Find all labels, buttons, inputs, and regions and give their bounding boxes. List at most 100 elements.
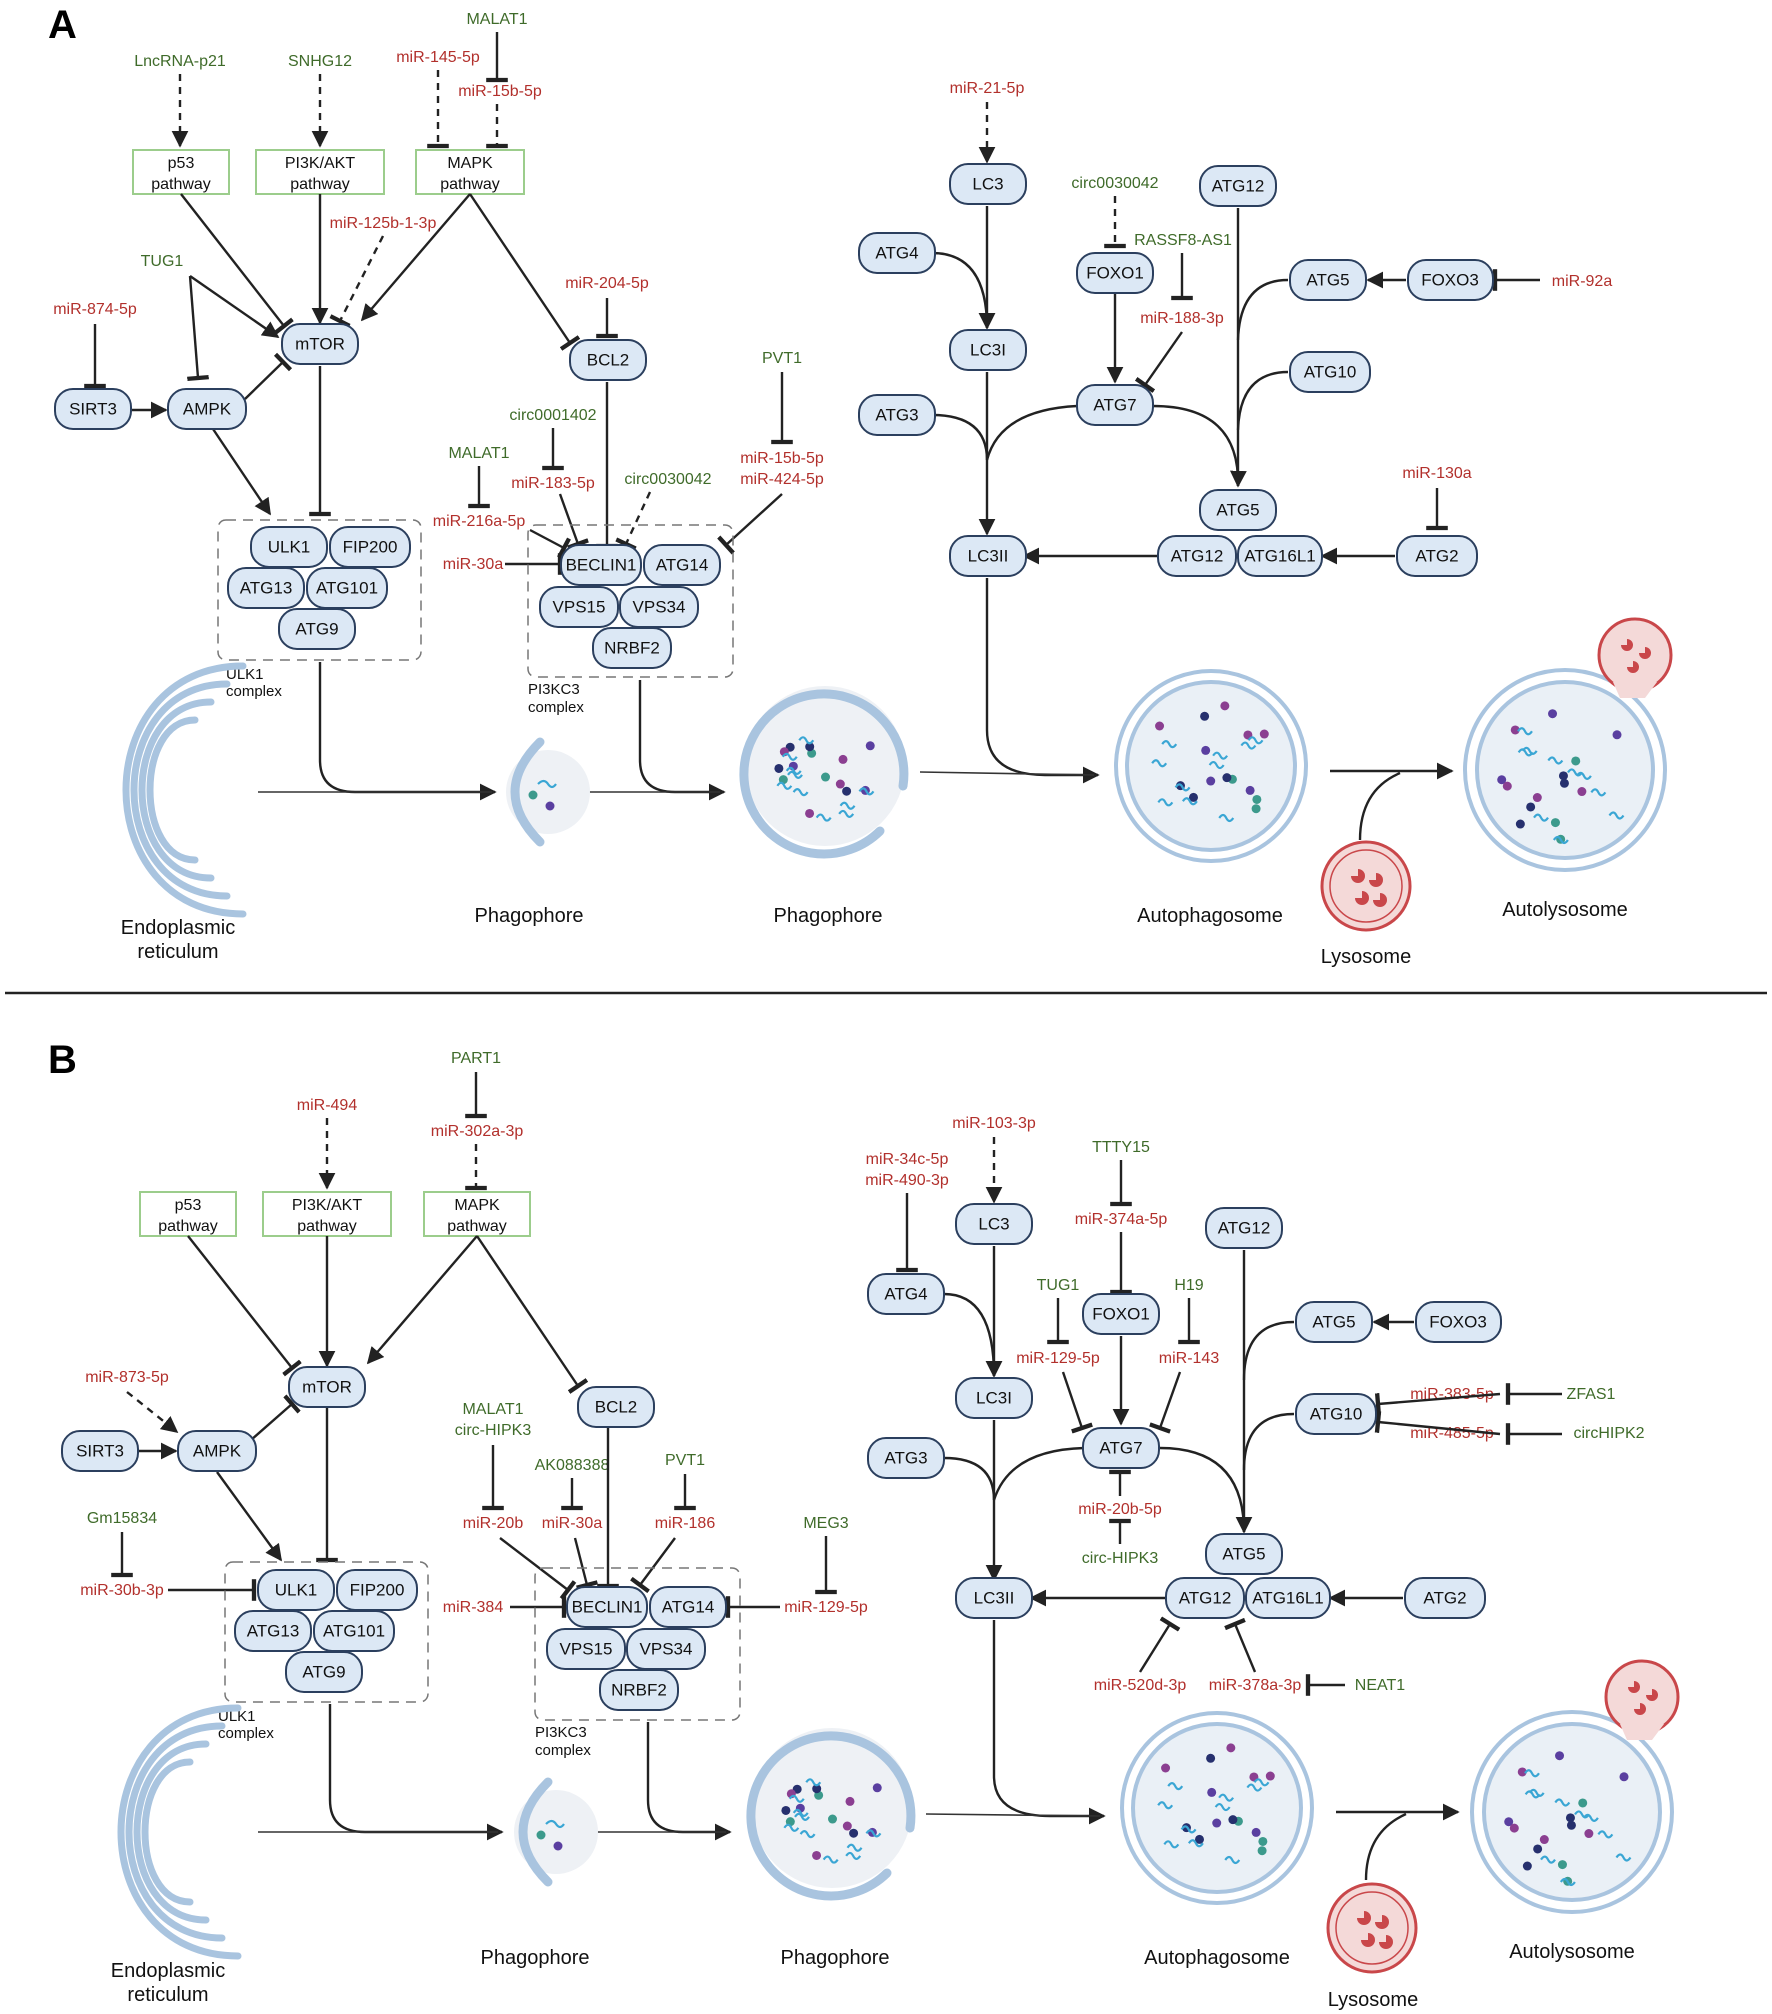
b-cargo-dot [1258, 1836, 1268, 1846]
mir-20b-5p-label: miR-20b-5p [1078, 1501, 1162, 1518]
svg-text:pathway: pathway [151, 176, 211, 193]
b-cargo-dot [536, 1830, 546, 1840]
circ0030042-mid-label: circ0030042 [624, 471, 711, 488]
b-cargo-dot [1194, 1834, 1204, 1844]
a-cargo-dot [774, 763, 784, 773]
node-atg5-top: ATG5 [1289, 259, 1367, 301]
svg-text:ATG10: ATG10 [1304, 363, 1357, 382]
a-cargo-strand [798, 736, 815, 745]
node-atg7: ATG7 [1076, 384, 1154, 426]
mir-30a-b-label: miR-30a [542, 1515, 603, 1532]
phagophore-label-b-2: Phagophore [781, 1947, 890, 1969]
a-cargo-strand [1608, 811, 1625, 820]
b-cargo-dot [1539, 1835, 1549, 1845]
svg-text:ATG12: ATG12 [1171, 547, 1224, 566]
svg-text:AMPK: AMPK [193, 1442, 242, 1461]
p53-pathway-box-b: p53 pathway [139, 1191, 237, 1237]
mir-186-label: miR-186 [655, 1515, 716, 1532]
b-cargo-dot [1578, 1798, 1588, 1808]
a-cargo-dot [1532, 793, 1542, 803]
a-cargo-strand [1517, 748, 1534, 757]
a-phagophore-membrane [510, 737, 545, 847]
svg-text:pathway: pathway [297, 1218, 357, 1235]
er-label-a-1: Endoplasmic [121, 917, 236, 939]
a-cargo-strand [1174, 783, 1191, 792]
a-enzyme [1351, 869, 1365, 883]
a-cargo-dot [1510, 725, 1520, 735]
a-cargo-strand [1157, 798, 1174, 807]
autophagosome-label-b: Autophagosome [1144, 1947, 1290, 1969]
panel-a: A p53 pathway PI3K/AKT pathway MAPK path… [48, 3, 1612, 841]
node-nrbf2: NRBF2 [592, 627, 672, 669]
a-er-membrane [138, 698, 215, 882]
b-er-membrane [141, 1758, 194, 1906]
b-cargo-dot [1557, 1860, 1567, 1870]
node-atg12-top-b: ATG12 [1205, 1207, 1283, 1249]
b-cargo-strand [1253, 1778, 1270, 1787]
node-ampk-b: AMPK [177, 1430, 257, 1472]
node-atg10: ATG10 [1289, 351, 1371, 393]
a-enzyme [1627, 661, 1639, 673]
a-cargo-dot [865, 741, 875, 751]
circ0001402-label: circ0001402 [509, 407, 596, 424]
a-cargo-dot [1206, 776, 1216, 786]
b-cargo-strand [1163, 1840, 1180, 1849]
svg-text:ATG13: ATG13 [247, 1622, 300, 1641]
a-cargo-dot [1515, 819, 1525, 829]
mapk-pathway-box-b: MAPK pathway [423, 1191, 531, 1237]
svg-text:ATG9: ATG9 [295, 620, 338, 639]
svg-text:ATG16L1: ATG16L1 [1252, 1589, 1324, 1608]
a-cargo-dot [1245, 785, 1255, 795]
phagophore-label-a-1: Phagophore [475, 905, 584, 927]
node-fip200-b: FIP200 [336, 1569, 418, 1611]
b-cargo-strand [1157, 1801, 1174, 1810]
b-cargo-strand [1524, 1769, 1540, 1778]
a-cargo-strand [858, 787, 875, 796]
node-foxo1-b: FOXO1 [1082, 1293, 1160, 1335]
b-cargo-strand [1187, 1839, 1204, 1848]
a-cargo-dot [1571, 756, 1581, 766]
ulk1-complex-box-b [224, 1561, 429, 1703]
b-phagophore-bg [514, 1790, 598, 1874]
panel-b-connectors [111, 1072, 1562, 1825]
b-cargo-dot [1226, 1743, 1236, 1753]
node-bcl2-b: BCL2 [577, 1386, 655, 1428]
svg-text:ATG3: ATG3 [884, 1449, 927, 1468]
b-phagophore-bg [752, 1728, 912, 1888]
b-cargo-strand [1167, 1782, 1184, 1791]
circ-hipk3-left-label: circ-HIPK3 [455, 1422, 532, 1439]
mir-485-label: miR-485-5p [1410, 1425, 1494, 1442]
rassf8-as1-label: RASSF8-AS1 [1134, 232, 1232, 249]
a-cargo-strand [1575, 771, 1592, 780]
a-cargo-strand [1521, 746, 1538, 755]
b-cargo-dot [1265, 1771, 1275, 1781]
node-atg101: ATG101 [306, 567, 388, 609]
pi3kc3-complex-box-b [534, 1567, 741, 1721]
a-cargo-dot [1220, 701, 1230, 711]
svg-text:ATG2: ATG2 [1423, 1589, 1466, 1608]
b-cargo-dot [1584, 1829, 1594, 1839]
b-enzyme [1379, 1935, 1393, 1949]
a-cargo-dot [842, 786, 852, 796]
svg-text:ATG5: ATG5 [1306, 271, 1349, 290]
a-enzyme [1621, 639, 1633, 651]
b-enzyme [1375, 1915, 1389, 1929]
mir-188-label: miR-188-3p [1140, 310, 1224, 327]
svg-text:pathway: pathway [290, 176, 350, 193]
node-atg14: ATG14 [643, 544, 721, 586]
svg-text:ATG7: ATG7 [1093, 396, 1136, 415]
a-phagophore-bg [745, 686, 905, 846]
a-cargo-strand [1247, 736, 1264, 745]
svg-text:VPS15: VPS15 [553, 598, 606, 617]
b-cargo-dot [812, 1850, 822, 1860]
mir-204-label: miR-204-5p [565, 275, 649, 292]
mapk-pathway-box: MAPK pathway [415, 149, 525, 195]
circhipk2-label: circHIPK2 [1573, 1425, 1644, 1442]
svg-text:ATG101: ATG101 [316, 579, 378, 598]
b-cargo-strand [1180, 1825, 1197, 1834]
b-cargo-strand [845, 1851, 862, 1860]
svg-text:NRBF2: NRBF2 [611, 1681, 667, 1700]
malat1-top-label: MALAT1 [466, 11, 527, 28]
svg-text:ATG12: ATG12 [1218, 1219, 1271, 1238]
node-atg5-complex: ATG5 [1199, 489, 1277, 531]
